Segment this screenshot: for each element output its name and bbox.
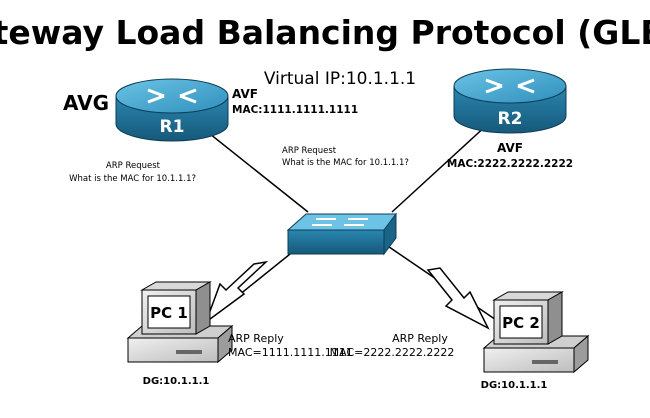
router-r1: R1 [115, 78, 229, 142]
pc1-computer [126, 281, 234, 364]
virtual-ip-label: Virtual IP:10.1.1.1 [264, 69, 416, 89]
router-arrows-icon [485, 78, 535, 94]
pc2-reply-mac: MAC=2222.2222.2222 [330, 346, 455, 359]
r2-role: AVF [497, 141, 523, 155]
router-r2: R2 [453, 68, 567, 134]
arp-request-center-line2: What is the MAC for 10.1.1.1? [282, 158, 409, 168]
pc2-name: PC 2 [502, 314, 540, 332]
arp-request-left-line1: ARP Request [106, 161, 161, 171]
pc2-default-gateway: DG:10.1.1.1 [481, 380, 548, 391]
pc1-name: PC 1 [150, 304, 188, 322]
pc1-default-gateway: DG:10.1.1.1 [143, 376, 210, 387]
switch-side [383, 212, 397, 256]
router-r1-name: R1 [160, 117, 185, 137]
pc2-screen [499, 305, 543, 339]
link-r1-switch [199, 125, 309, 213]
arp-request-center-line1: ARP Request [282, 146, 337, 156]
arp-request-left-line2: What is the MAC for 10.1.1.1? [69, 174, 196, 184]
r2-mac: MAC:2222.2222.2222 [447, 158, 573, 170]
pc1-arp-reply: ARP Reply [228, 332, 284, 345]
pc2-arp-reply: ARP Reply [392, 332, 448, 345]
router-r2-top [453, 68, 567, 104]
switch [286, 212, 397, 256]
pc1-reply-mac: MAC=1111.1111.1111 [228, 346, 353, 359]
router-r1-top [115, 78, 229, 114]
link-r2-switch [391, 123, 489, 213]
router-arrows-icon [147, 88, 197, 104]
pc2-computer [482, 291, 590, 374]
router-r2-name: R2 [498, 109, 523, 129]
arp-arrow-to-pc1 [204, 260, 269, 325]
avg-label: AVG [63, 91, 109, 115]
switch-top [286, 213, 397, 231]
diagram-title: Gateway Load Balancing Protocol (GLBP) [0, 13, 650, 52]
switch-arrows-icon [312, 218, 368, 226]
r1-role: AVF [232, 87, 258, 101]
pc1-screen [147, 295, 191, 329]
r1-mac: MAC:1111.1111.1111 [232, 104, 358, 116]
arp-arrow-to-pc2 [426, 267, 490, 330]
switch-front [287, 229, 385, 255]
